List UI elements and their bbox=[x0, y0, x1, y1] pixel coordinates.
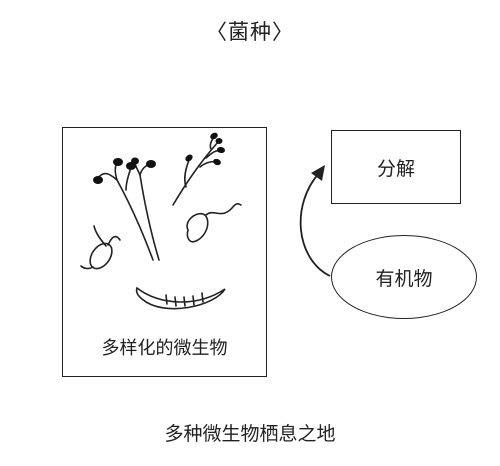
flagellated-cell-icon bbox=[186, 202, 242, 243]
decompose-box: 分解 bbox=[331, 130, 461, 204]
protozoan-icon bbox=[80, 225, 121, 270]
organic-matter-ellipse: 有机物 bbox=[331, 235, 477, 319]
habitat-label: 多样化的微生物 bbox=[101, 338, 228, 359]
branching-fungus-icon bbox=[172, 136, 221, 206]
decompose-arrow bbox=[299, 165, 331, 277]
organic-matter-label: 有机物 bbox=[375, 267, 433, 290]
diagram-caption: 多种微生物栖息之地 bbox=[164, 423, 336, 445]
bacterium-icon bbox=[135, 286, 226, 310]
mold-hyphae-icon bbox=[97, 161, 160, 261]
diagram-title: 〈菌种〉 bbox=[206, 20, 294, 44]
microbe-habitat-box: 多样化的微生物 bbox=[62, 127, 267, 377]
decompose-label: 分解 bbox=[376, 157, 415, 180]
